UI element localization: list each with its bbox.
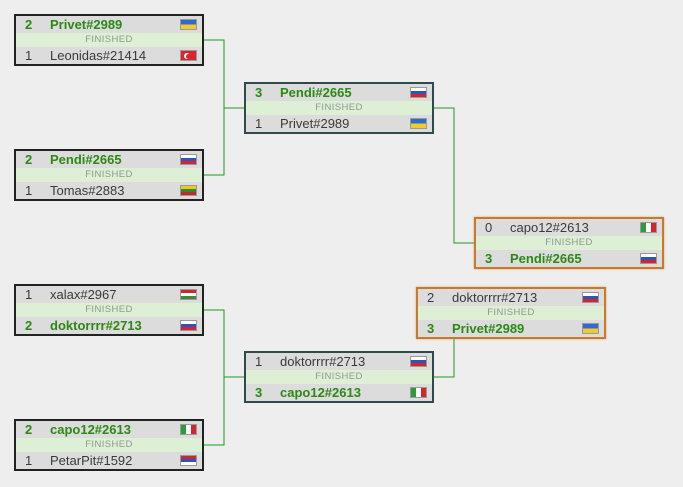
- player-name: capo12#2613: [50, 422, 131, 437]
- player-row[interactable]: 1 Leonidas#21414: [16, 47, 202, 64]
- flag-it-icon: [640, 222, 657, 233]
- player-score: 2: [25, 17, 33, 32]
- player-name: Pendi#2665: [50, 152, 122, 167]
- flag-ru-icon: [180, 320, 197, 331]
- player-score: 1: [255, 354, 263, 369]
- player-row[interactable]: 2 doktorrrr#2713: [418, 289, 604, 306]
- player-row[interactable]: 1 doktorrrr#2713: [246, 353, 432, 370]
- player-row[interactable]: 2 Pendi#2665: [16, 151, 202, 168]
- player-name: doktorrrr#2713: [50, 318, 142, 333]
- player-row[interactable]: 3 Privet#2989: [418, 320, 604, 337]
- player-row[interactable]: 1 Privet#2989: [246, 115, 432, 132]
- player-name: Tomas#2883: [50, 183, 125, 198]
- match-status: FINISHED: [246, 101, 432, 115]
- player-name: Privet#2989: [280, 116, 350, 131]
- player-score: 3: [255, 85, 263, 100]
- connector-line: [204, 39, 225, 176]
- player-name: Pendi#2665: [280, 85, 352, 100]
- player-name: capo12#2613: [510, 220, 589, 235]
- flag-ua-icon: [180, 19, 197, 30]
- player-row[interactable]: 1 Tomas#2883: [16, 182, 202, 199]
- flag-ru-icon: [582, 292, 599, 303]
- flag-it-icon: [180, 424, 197, 435]
- flag-ua-icon: [582, 323, 599, 334]
- flag-ru-icon: [640, 253, 657, 264]
- flag-ru-icon: [410, 87, 427, 98]
- player-score: 1: [25, 287, 33, 302]
- player-score: 2: [25, 422, 33, 437]
- flag-rs-icon: [180, 455, 197, 466]
- player-name: Pendi#2665: [510, 251, 582, 266]
- player-score: 3: [485, 251, 493, 266]
- player-row[interactable]: 1 PetarPit#1592: [16, 452, 202, 469]
- player-row[interactable]: 3 capo12#2613: [246, 384, 432, 401]
- connector-line: [434, 107, 474, 244]
- player-name: doktorrrr#2713: [280, 354, 366, 369]
- player-score: 2: [427, 290, 435, 305]
- player-score: 1: [25, 48, 33, 63]
- match-status: FINISHED: [246, 370, 432, 384]
- flag-tr-icon: [180, 50, 197, 61]
- player-score: 3: [427, 321, 435, 336]
- flag-it-icon: [410, 387, 427, 398]
- player-name: Leonidas#21414: [50, 48, 147, 63]
- player-score: 2: [25, 318, 33, 333]
- player-score: 1: [25, 453, 33, 468]
- player-score: 0: [485, 220, 493, 235]
- player-row[interactable]: 1 xalax#2967: [16, 286, 202, 303]
- player-row[interactable]: 3 Pendi#2665: [476, 250, 662, 267]
- match-status: FINISHED: [476, 236, 662, 250]
- player-row[interactable]: 2 doktorrrr#2713: [16, 317, 202, 334]
- player-name: Privet#2989: [50, 17, 123, 32]
- match-status: FINISHED: [418, 306, 604, 320]
- player-score: 2: [25, 152, 33, 167]
- player-row[interactable]: 3 Pendi#2665: [246, 84, 432, 101]
- match-status: FINISHED: [16, 33, 202, 47]
- flag-hu-icon: [180, 289, 197, 300]
- player-score: 3: [255, 385, 263, 400]
- player-score: 1: [255, 116, 263, 131]
- flag-lt-icon: [180, 185, 197, 196]
- match-status: FINISHED: [16, 168, 202, 182]
- match-status: FINISHED: [16, 438, 202, 452]
- match-status: FINISHED: [16, 303, 202, 317]
- connector-line: [434, 339, 455, 378]
- flag-ua-icon: [410, 118, 427, 129]
- flag-ru-icon: [410, 356, 427, 367]
- player-score: 1: [25, 183, 33, 198]
- player-name: PetarPit#1592: [50, 453, 133, 468]
- player-name: Privet#2989: [452, 321, 525, 336]
- player-name: doktorrrr#2713: [452, 290, 538, 305]
- player-name: capo12#2613: [280, 385, 361, 400]
- flag-ru-icon: [180, 154, 197, 165]
- connector-line: [204, 309, 225, 446]
- player-row[interactable]: 0 capo12#2613: [476, 219, 662, 236]
- player-name: xalax#2967: [50, 287, 117, 302]
- player-row[interactable]: 2 capo12#2613: [16, 421, 202, 438]
- player-row[interactable]: 2 Privet#2989: [16, 16, 202, 33]
